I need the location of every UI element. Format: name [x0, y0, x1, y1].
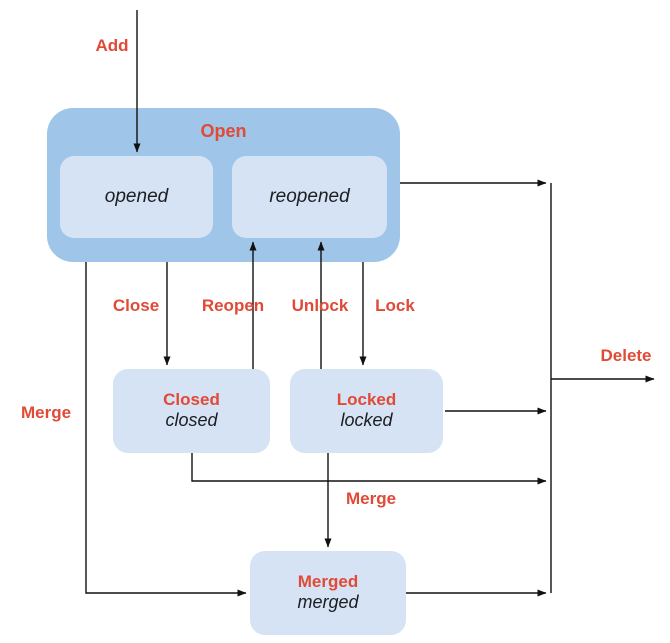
merged-state-title: Merged: [297, 572, 359, 591]
merge-left-arrow: [85, 262, 247, 597]
locked-state-label: locked: [340, 410, 393, 431]
reopened-state-label: reopened: [269, 185, 350, 207]
closed-state-label: closed: [165, 410, 218, 431]
locked-state-title: Locked: [336, 390, 397, 409]
closed-to-bus-arrow: [191, 453, 547, 485]
reopened-state-box: reopened: [232, 156, 387, 238]
open-container-title: Open: [200, 121, 247, 141]
locked-state-box: Locked locked: [290, 369, 443, 453]
closed-state-title: Closed: [163, 390, 220, 409]
opened-state-box: opened: [60, 156, 213, 238]
closed-state-box: Closed closed: [113, 369, 270, 453]
opened-state-label: opened: [104, 185, 169, 207]
merged-state-label: merged: [297, 592, 359, 613]
merged-state-box: Merged merged: [250, 551, 406, 635]
